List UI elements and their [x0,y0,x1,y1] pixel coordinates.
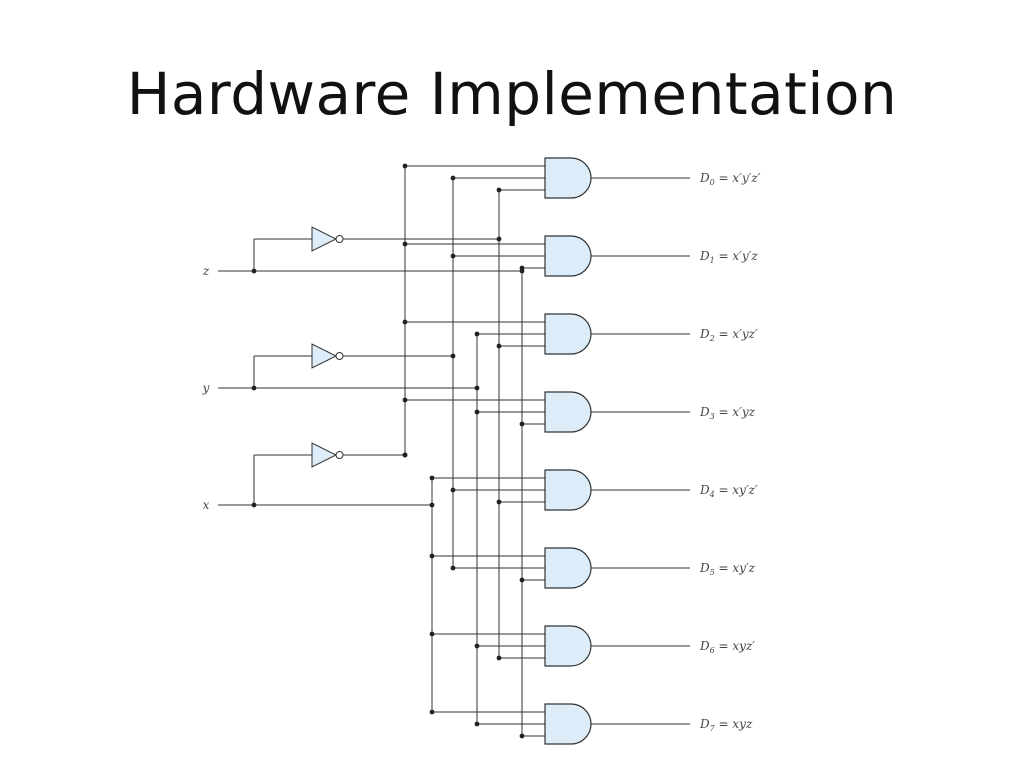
z-not-gate-icon [311,226,338,252]
junction-dot [251,268,257,274]
junction-dot [519,268,525,274]
labels: z y x D0 = x′y′z′ D1 = x′y′z D2 = x′yz′ D3 = x… [202,171,761,733]
output-label-d5: D5 = xy′z [699,561,756,577]
and-gate-icon [544,703,592,745]
junction-dot [519,421,525,427]
output-label-d2: D2 = x′yz′ [699,327,758,343]
and-gate-icon [544,469,592,511]
junction-dot [496,343,502,349]
and-gate-icon [544,157,592,199]
junction-dot [429,709,435,715]
junction-dot [474,331,480,337]
output-label-d6: D6 = xyz′ [699,639,755,655]
junction-dot [402,452,408,458]
junction-dot [251,502,257,508]
junction-dot [450,487,456,493]
junction-dot [429,553,435,559]
junction-dot [402,397,408,403]
junction-dot [450,253,456,259]
input-label-y: y [202,381,210,395]
junction-dot [450,353,456,359]
junction-dot [474,409,480,415]
junction-dot [519,577,525,583]
junction-dot [402,163,408,169]
and-gate-icon [544,547,592,589]
y-not-bubble [335,352,344,360]
junction-dot [450,175,456,181]
output-label-d1: D1 = x′y′z [699,249,758,265]
and-gate-icon [544,313,592,355]
junction-dot [251,385,257,391]
output-label-d3: D3 = x′yz [699,405,756,421]
junction-dot [402,241,408,247]
junction-dot [474,385,480,391]
output-label-d0: D0 = x′y′z′ [699,171,761,187]
wires [218,165,690,737]
and-gate-icon [544,625,592,667]
junction-dot [429,631,435,637]
junction-dot [429,475,435,481]
junction-dot [496,655,502,661]
junction-dots [251,163,525,739]
output-label-d4: D4 = xy′z′ [699,483,758,499]
y-not-gate-icon [311,343,338,369]
and-gate-icon [544,235,592,277]
junction-dot [429,502,435,508]
junction-dot [450,565,456,571]
junction-dot [474,643,480,649]
junction-dot [519,733,525,739]
gates [311,157,592,745]
junction-dot [402,319,408,325]
output-label-d7: D7 = xyz [699,717,753,733]
x-not-gate-icon [311,442,338,468]
junction-dot [496,499,502,505]
and-gate-icon [544,391,592,433]
z-not-bubble [335,235,344,243]
junction-dot [496,236,502,242]
input-label-z: z [202,264,210,278]
x-not-bubble [335,451,344,459]
junction-dot [496,187,502,193]
slide-title: Hardware Implementation [126,60,898,128]
junction-dot [474,721,480,727]
input-label-x: x [203,498,210,512]
